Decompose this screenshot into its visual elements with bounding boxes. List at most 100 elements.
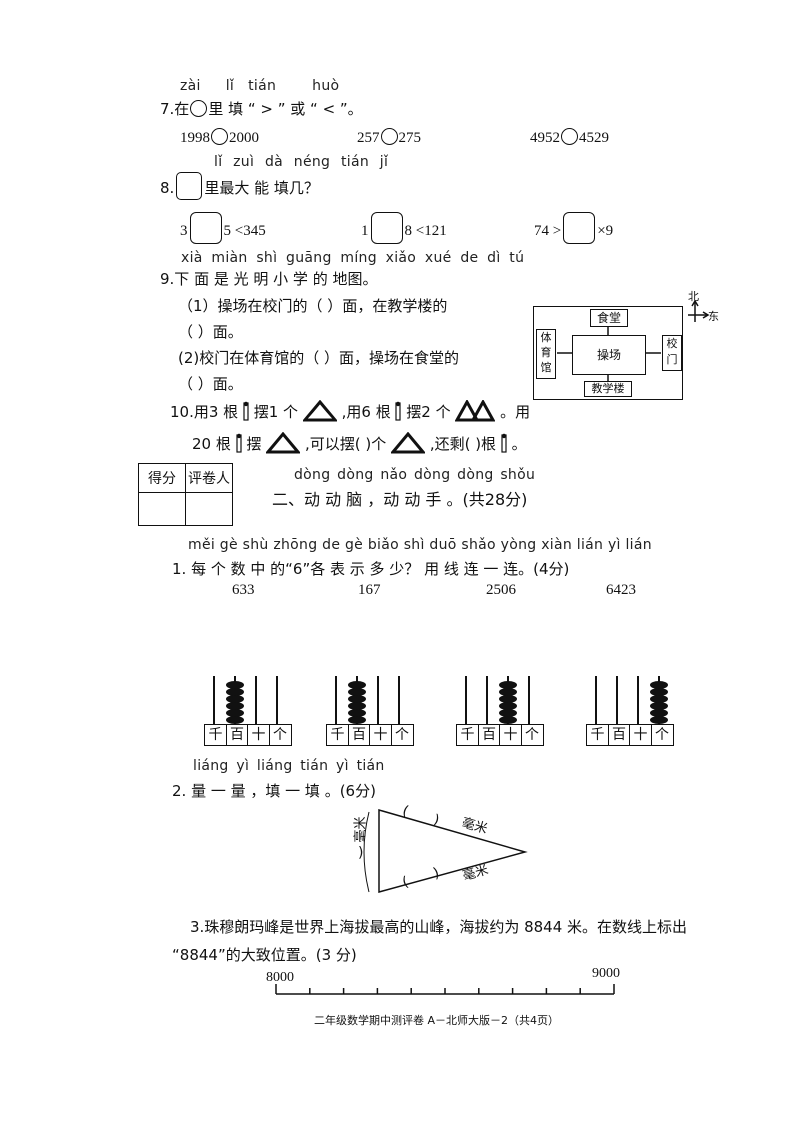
north-label: 北 [688,290,699,303]
q9-title: 9.下 面 是 光 明 小 学 的 地图。 [160,270,378,288]
abacus-label-thousands: 千 [326,724,349,746]
compare-circle-icon [190,100,208,117]
abacus-bead [348,716,366,724]
abacus-label-hundreds: 百 [347,724,371,746]
abacus-bead [650,695,668,703]
left-side-measure[interactable]: ) [358,845,364,861]
school-map: 食堂 操场 体育馆 校门 教学楼 [533,306,683,400]
q10-line1: 10.用3 根 摆1 个 ,用6 根 摆2 个 。用 [170,398,530,422]
map-gym: 体育馆 [536,329,556,379]
abacus-1: 千 百 十 个 [204,676,300,748]
abacus-bead [650,716,668,724]
abacus-bead [499,688,517,696]
abacus-bead [499,695,517,703]
stick-icon [243,401,249,421]
answer-circle[interactable] [561,128,578,145]
abacus-bead [226,681,244,689]
score-label: 得分 [138,463,186,493]
section2-pinyin: dòng dòng nǎo dòng dòng shǒu [294,467,536,483]
compass: 北 东 [684,290,724,326]
score-table: 得分 评卷人 [138,463,233,526]
q9-sub2-line1: (2)校门在体育馆的（ ）面，操场在食堂的 [178,349,460,367]
triangle-icon [301,399,339,422]
abacus-bead [499,702,517,710]
q8-prompt: 8.里最大 能 填几？ [160,172,319,200]
abacus-label-ones: 个 [390,724,414,746]
abacus-bead [226,688,244,696]
s2q1-pinyin: měi gè shù zhōng de gè biǎo shì duō shǎo… [188,537,652,553]
abacus-label-thousands: 千 [456,724,479,746]
abacus-bead [499,716,517,724]
stick-icon [395,401,402,421]
east-label: 东 [708,310,719,323]
number-line-start: 8000 [266,970,294,985]
answer-circle[interactable] [211,128,228,145]
s2q1-title: 1. 每 个 数 中 的“6”各 表 示 多 少？ 用 线 连 一 连。(4分) [172,560,570,578]
s2q2-title: 2. 量 一 量 ，填 一 填 。(6分) [172,782,376,800]
number-2506: 2506 [486,582,516,598]
stick-icon [501,433,507,453]
abacus-label-thousands: 千 [204,724,227,746]
abacus-label-hundreds: 百 [477,724,501,746]
abacus-2: 千 百 十 个 [326,676,422,748]
abacus-bead [226,716,244,724]
number-6423: 6423 [606,582,636,598]
abacus-bead [348,709,366,717]
abacus-label-ones: 个 [520,724,544,746]
abacus-bead [650,702,668,710]
abacus-bead [650,681,668,689]
number-633: 633 [232,582,255,598]
left-side-unit: 毫米 [353,816,369,843]
answer-circle[interactable] [380,128,398,145]
abacus-bead [226,709,244,717]
q9-sub1-line2: （ ）面。 [178,323,243,341]
number-line[interactable] [270,984,620,1000]
q9-sub2-line2: （ ）面。 [178,375,243,393]
stick-icon [236,433,242,453]
abacus-bead [499,681,517,689]
abacus-label-ones: 个 [268,724,292,746]
q9-sub1-line1: （1）操场在校门的（ ）面，在教学楼的 [178,297,448,315]
abacus-bead [348,688,366,696]
triangle-icon [265,431,302,454]
answer-box[interactable] [370,212,403,244]
abacus-label-ones: 个 [650,724,674,746]
answer-box[interactable] [563,212,596,244]
q10-line2: 20 根 摆 ,可以摆( )个 ,还剩( )根 。 [192,431,527,454]
s2q3-line1: 3.珠穆朗玛峰是世界上海拔最高的山峰，海拔约为 8844 米。在数线上标出 [190,918,688,936]
number-167: 167 [358,582,381,598]
number-line-end: 9000 [592,966,620,981]
map-school-gate: 校门 [662,335,682,371]
grader-cell[interactable] [185,492,233,526]
square-box-icon [176,172,203,200]
abacus-bead [348,681,366,689]
abacus-bead [348,695,366,703]
triangle-icon [389,431,427,454]
abacus-4: 千 百 十 个 [586,676,682,748]
answer-box[interactable] [189,212,222,244]
abacus-label-hundreds: 百 [607,724,631,746]
s2q3-line2: “8844”的大致位置。(3 分) [172,946,357,964]
score-cell[interactable] [138,492,186,526]
abacus-bead [348,702,366,710]
q8-item-3: 74 >×9 [534,212,613,244]
section2-title: 二、动 动 脑 ，动 动 手 。(共28分) [272,490,528,509]
compass-arrow-icon [688,300,710,322]
abacus-3: 千 百 十 个 [456,676,552,748]
q8-pinyin: lǐ zuì dà néng tián jǐ [214,154,389,170]
q9-pinyin: xià miàn shì guāng míng xiǎo xué de dì t… [181,250,525,266]
abacus-label-tens: 十 [247,724,270,746]
grader-label: 评卷人 [185,463,233,493]
map-teaching-building: 教学楼 [584,381,632,397]
abacus-bead [226,702,244,710]
map-playground: 操场 [572,335,646,375]
q7-prompt: 7.在里 填 “ > ” 或 “ < ”。 [160,100,363,118]
abacus-bead [499,709,517,717]
abacus-label-tens: 十 [629,724,652,746]
s2q2-pinyin: liáng yì liáng tián yì tián [193,758,385,774]
